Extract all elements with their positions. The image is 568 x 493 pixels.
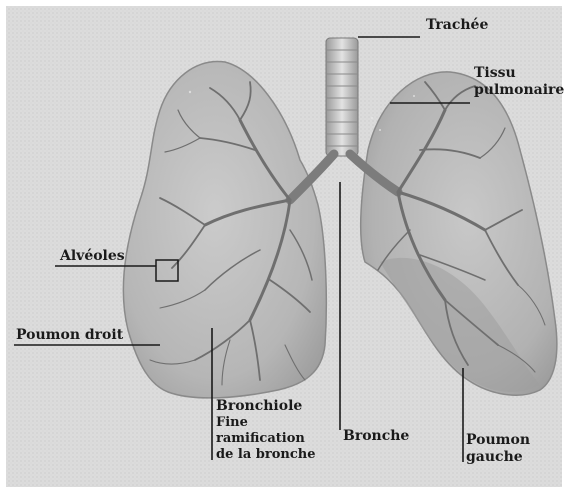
bronchiole-label: Bronchiole	[216, 398, 302, 414]
poumon-gauche-label-line2: gauche	[466, 449, 523, 465]
fine-ramification-label-line3: de la bronche	[216, 447, 315, 462]
alveoles-label: Alvéoles	[60, 248, 125, 264]
tissu-pulmonaire-label-line1: Tissu	[474, 65, 516, 81]
poumon-gauche-label-line1: Poumon	[466, 432, 530, 448]
tissu-pulmonaire-label-line2: pulmonaire	[474, 82, 564, 98]
bronche-label: Bronche	[343, 428, 409, 444]
trachea	[326, 38, 358, 156]
fine-ramification-label-line1: Fine	[216, 415, 248, 430]
fine-ramification-label-line2: ramification	[216, 431, 305, 446]
trachee-label: Trachée	[426, 17, 488, 33]
poumon-droit-label: Poumon droit	[16, 327, 123, 343]
